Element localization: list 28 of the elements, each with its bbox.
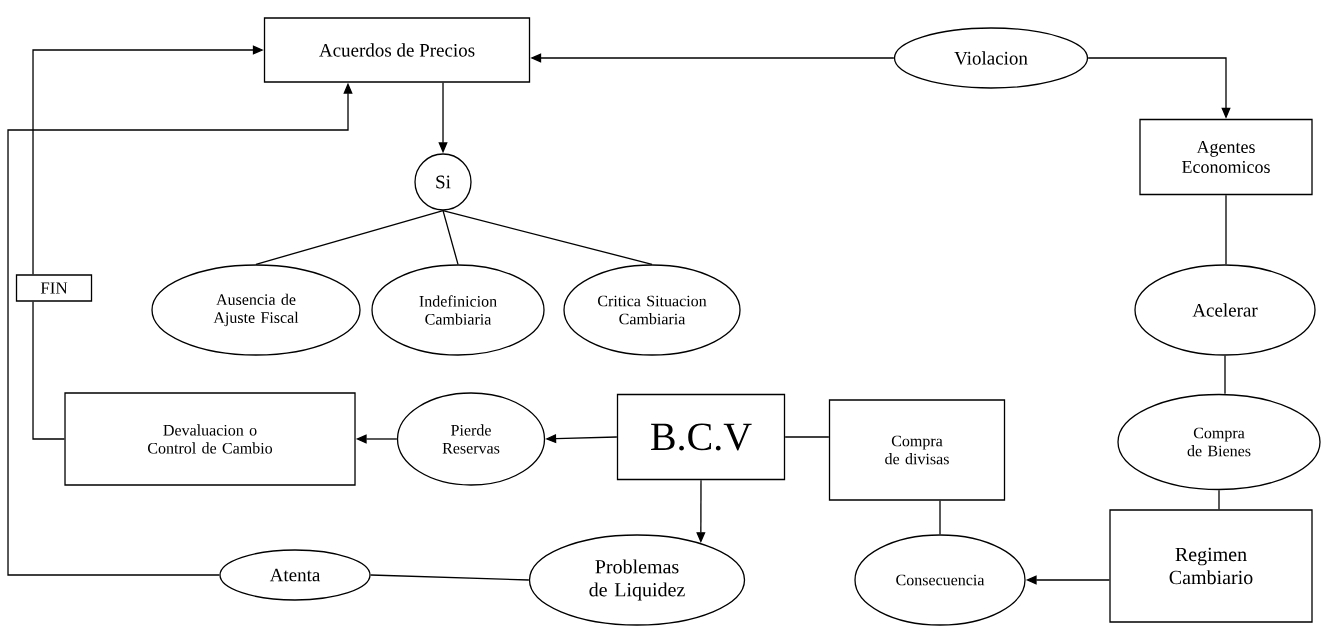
ellipse-node: Acelerar: [1134, 264, 1316, 356]
process-box: B.C.V: [616, 393, 786, 481]
process-box: Compra de divisas: [828, 399, 1006, 501]
process-box: Regimen Cambiario: [1109, 509, 1313, 623]
connector-line: [32, 301, 65, 440]
process-box: Devaluacion o Control de Cambio: [64, 392, 356, 486]
connector-line: [442, 210, 653, 265]
connector-line: [1224, 355, 1226, 395]
ellipse-node: Compra de Bienes: [1117, 393, 1321, 491]
ellipse-node: Problemas de Liquidez: [528, 534, 746, 626]
ellipse-node: Consecuencia: [854, 534, 1026, 626]
process-box: Acuerdos de Precios: [263, 17, 531, 83]
ellipse-node: Pierde Reservas: [396, 392, 546, 486]
connector-line: [939, 500, 941, 535]
connector-line: [255, 210, 444, 265]
connector-line: [370, 574, 530, 581]
process-box: Agentes Economicos: [1139, 118, 1313, 196]
process-box: FIN: [15, 274, 93, 302]
connector-line: [1225, 194, 1227, 265]
ellipse-node: Violacion: [893, 27, 1089, 89]
ellipse-node: Ausencia de Ajuste Fiscal: [151, 264, 361, 356]
ellipse-node: Indefinicion Cambiaria: [371, 264, 545, 356]
connector-line: [784, 436, 830, 438]
ellipse-node: Critica Situacion Cambiaria: [563, 264, 741, 356]
ellipse-node: Atenta: [219, 549, 371, 601]
circle-node: Si: [414, 153, 472, 211]
connector-line: [442, 210, 459, 265]
connector-line: [1218, 489, 1220, 510]
